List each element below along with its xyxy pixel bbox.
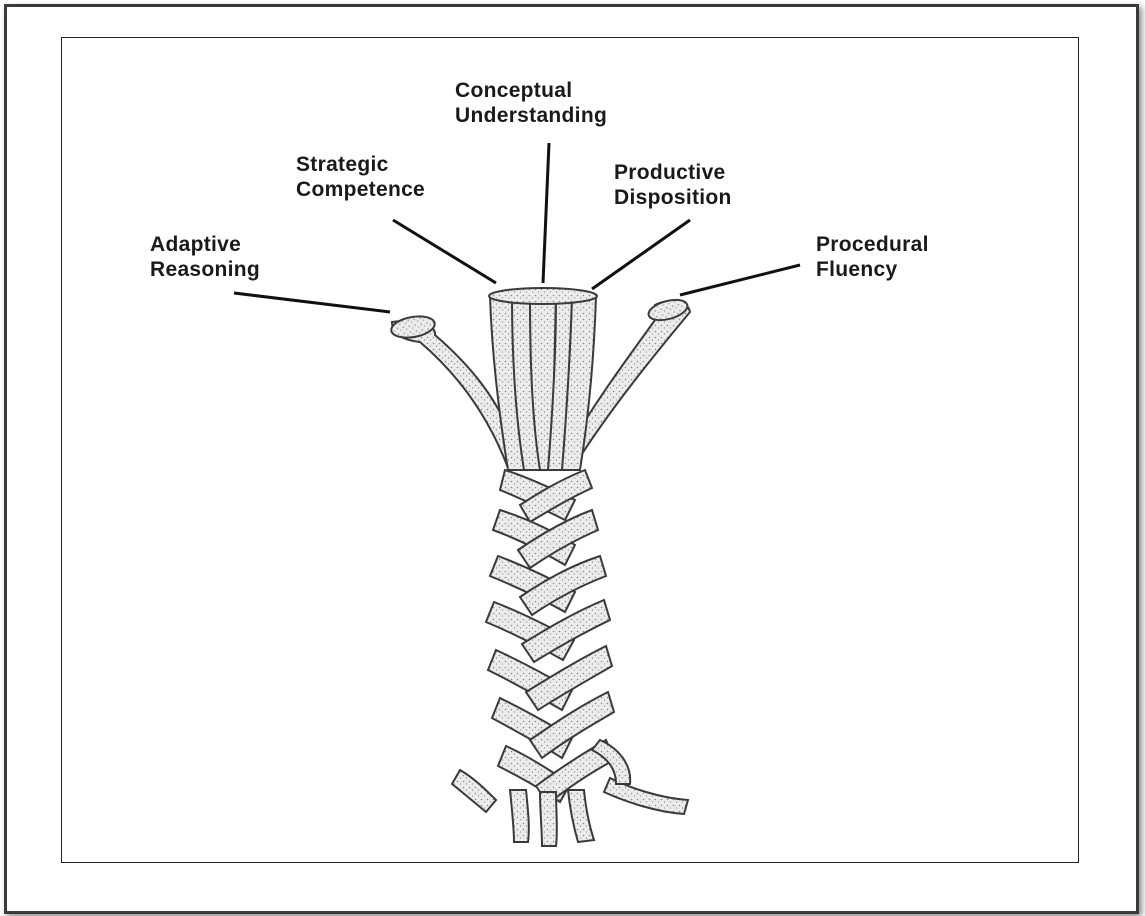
end-strand-4: [452, 770, 496, 812]
label-line: Fluency: [816, 257, 929, 282]
label-procedural-fluency: Procedural Fluency: [816, 232, 929, 282]
label-line: Understanding: [455, 103, 607, 128]
label-line: Strategic: [296, 152, 425, 177]
label-conceptual-understanding: Conceptual Understanding: [455, 78, 607, 128]
label-adaptive-reasoning: Adaptive Reasoning: [150, 232, 260, 282]
leader-line-productive: [592, 220, 690, 289]
label-line: Disposition: [614, 185, 732, 210]
label-strategic-competence: Strategic Competence: [296, 152, 425, 202]
label-line: Productive: [614, 160, 732, 185]
end-strand-2: [540, 792, 557, 846]
leader-line-adaptive: [234, 293, 390, 312]
label-line: Adaptive: [150, 232, 260, 257]
bundle-top: [489, 288, 597, 304]
end-strand-1: [510, 790, 529, 842]
leader-line-strategic: [393, 220, 496, 283]
label-line: Competence: [296, 177, 425, 202]
leader-line-procedural: [680, 265, 800, 295]
leader-line-conceptual: [543, 143, 549, 283]
end-strand-3: [568, 790, 594, 842]
label-line: Conceptual: [455, 78, 607, 103]
label-line: Procedural: [816, 232, 929, 257]
label-line: Reasoning: [150, 257, 260, 282]
label-productive-disposition: Productive Disposition: [614, 160, 732, 210]
rope: [390, 288, 690, 846]
